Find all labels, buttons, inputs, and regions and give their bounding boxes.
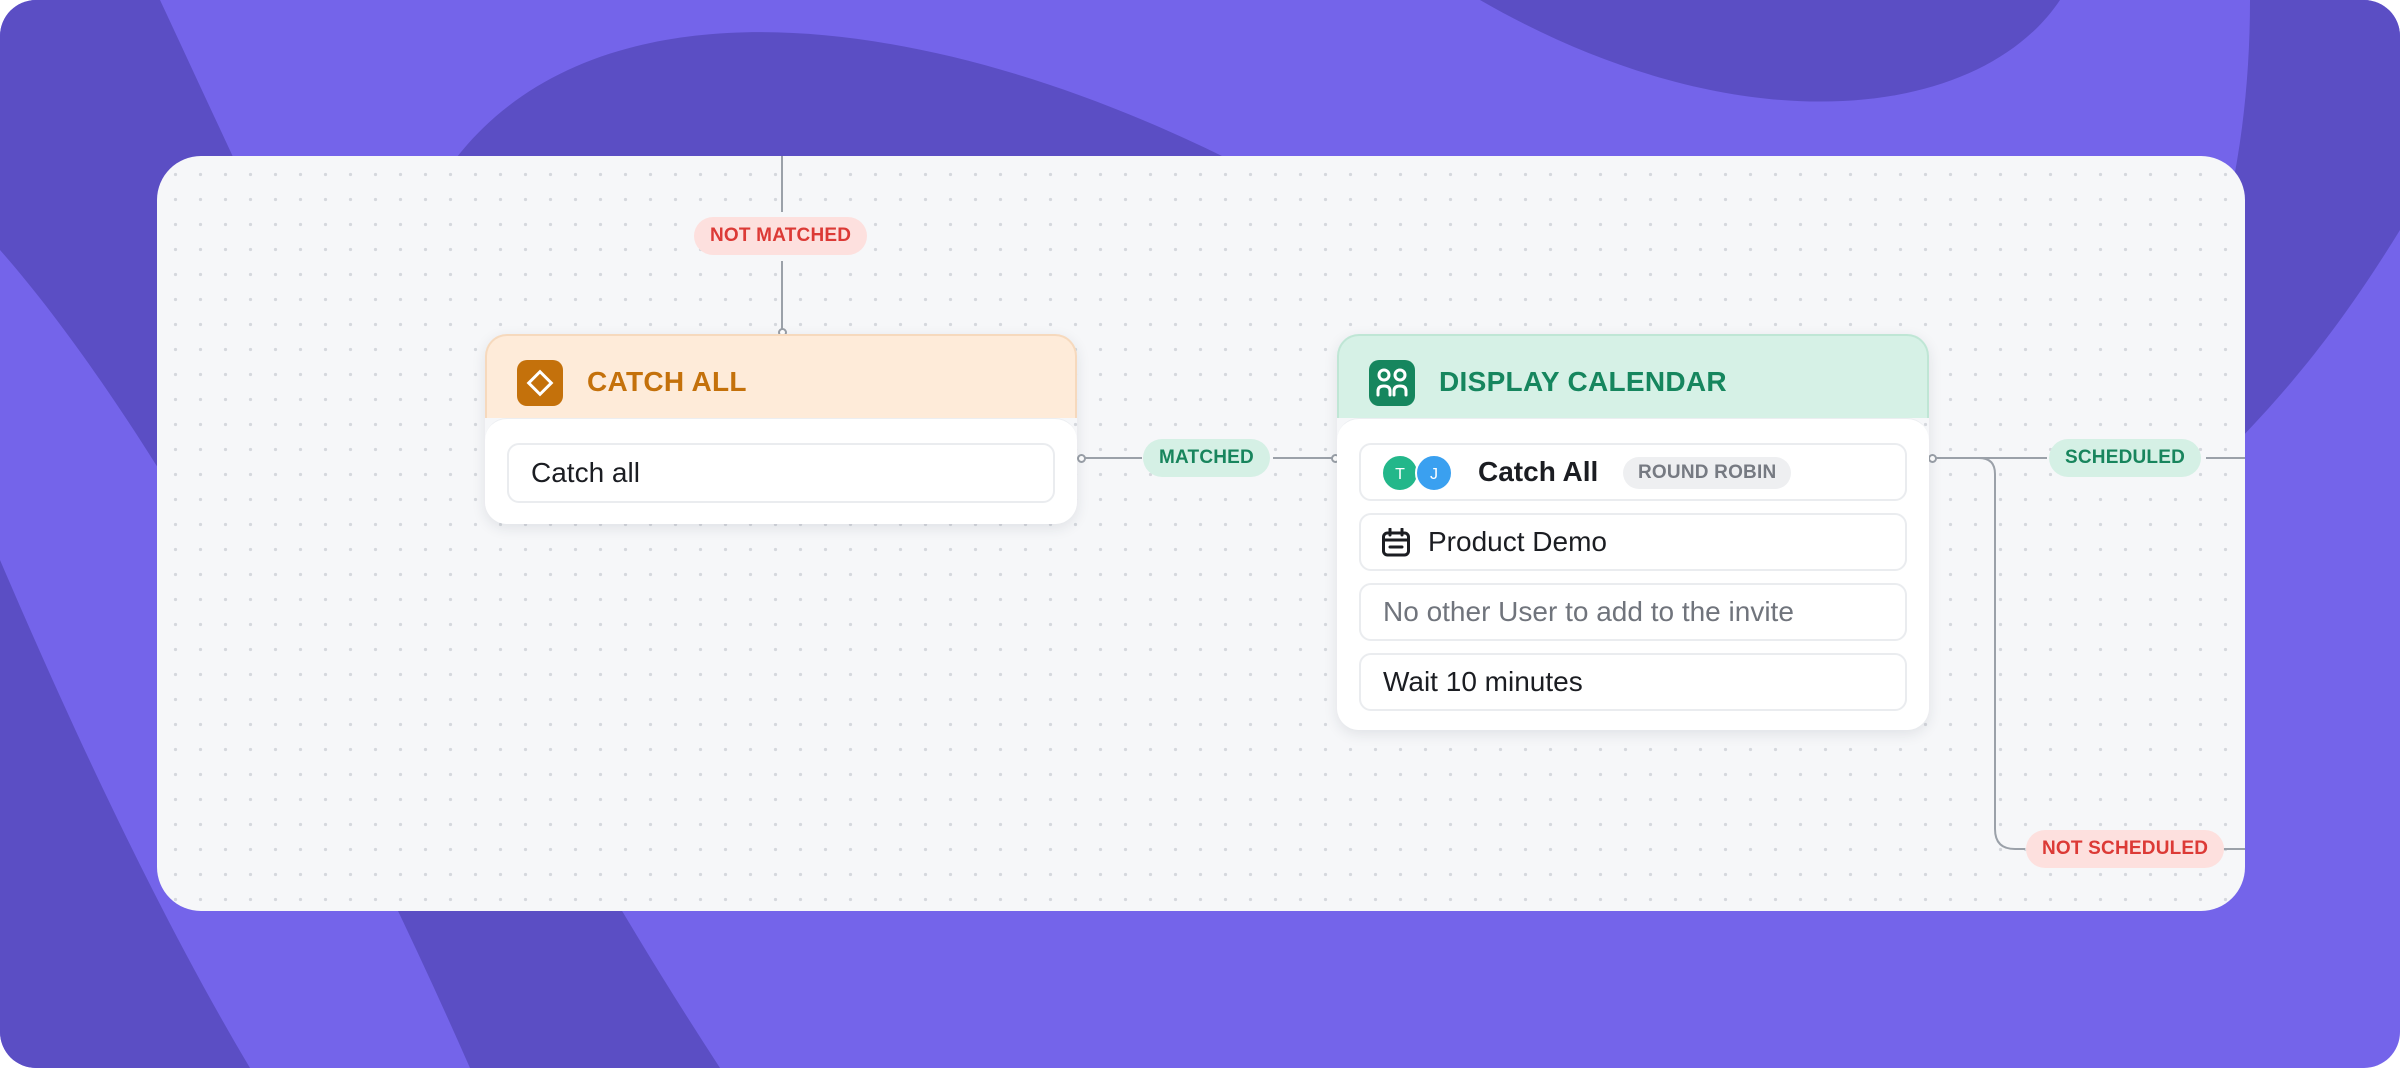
assignment-row[interactable]: T J Catch All ROUND ROBIN [1359, 443, 1907, 501]
display-calendar-node-header[interactable]: DISPLAY CALENDAR [1337, 334, 1929, 418]
calendar-icon [1381, 527, 1411, 558]
round-robin-badge: ROUND ROBIN [1623, 457, 1792, 489]
catch-all-node[interactable]: CATCH ALL Catch all [485, 334, 1077, 524]
catch-all-node-title: CATCH ALL [587, 366, 747, 397]
connector-handle[interactable] [1077, 454, 1086, 463]
avatar: J [1415, 454, 1453, 492]
display-calendar-node-body: T J Catch All ROUND ROBIN Product Demo [1337, 418, 1929, 730]
workflow-canvas[interactable]: NOT MATCHED MATCHED SCHEDULED NOT SCHEDU… [157, 156, 2245, 911]
catch-all-node-body: Catch all [485, 418, 1077, 524]
condition-label: Catch all [531, 457, 640, 488]
avatar: T [1381, 454, 1419, 492]
catch-all-node-header[interactable]: CATCH ALL [485, 334, 1077, 418]
assignment-name: Catch All [1478, 456, 1599, 487]
condition-row[interactable]: Catch all [507, 443, 1055, 503]
connector-lines [781, 156, 2245, 850]
meeting-type-name: Product Demo [1428, 526, 1607, 557]
display-calendar-node-title: DISPLAY CALENDAR [1439, 366, 1727, 397]
connector-handle[interactable] [1928, 454, 1937, 463]
invite-row[interactable]: No other User to add to the invite [1359, 583, 1907, 641]
diamond-icon [517, 360, 563, 406]
matched-label: MATCHED [1143, 439, 1270, 477]
meeting-type-row[interactable]: Product Demo [1359, 513, 1907, 571]
not-scheduled-label: NOT SCHEDULED [2026, 830, 2225, 868]
team-users-icon [1369, 360, 1415, 406]
invite-note: No other User to add to the invite [1383, 596, 1794, 627]
not-matched-label: NOT MATCHED [694, 217, 868, 255]
wait-duration: Wait 10 minutes [1383, 666, 1583, 697]
wait-row[interactable]: Wait 10 minutes [1359, 653, 1907, 711]
display-calendar-node[interactable]: DISPLAY CALENDAR T J Catch All ROUND ROB… [1337, 334, 1929, 730]
scheduled-label: SCHEDULED [2049, 439, 2202, 477]
